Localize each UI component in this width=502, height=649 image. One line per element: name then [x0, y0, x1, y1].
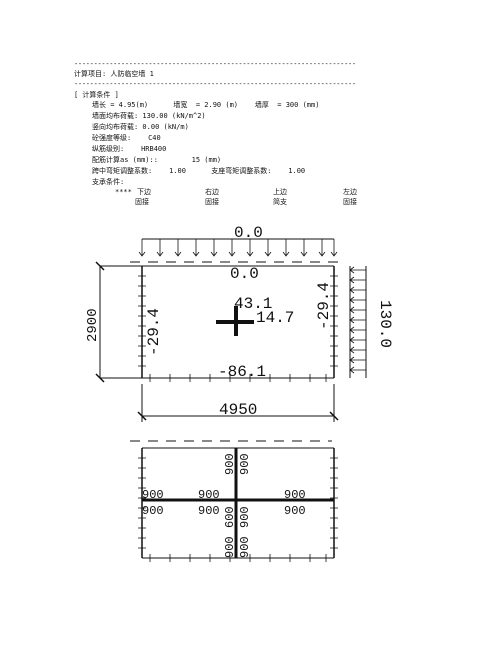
support-col-left: 左边 [343, 188, 357, 196]
rebar-v-mid-left: 600 [223, 506, 237, 528]
support-header-mark: **** [115, 188, 132, 196]
left-moment-label: -29.4 [145, 308, 163, 356]
top-load-arrows [138, 239, 338, 257]
rebar-h-mid-bottom: 900 [198, 504, 220, 518]
rebar-h-mid-top: 900 [198, 488, 220, 502]
top-load-label: 0.0 [234, 224, 263, 242]
vertical-load: 竖向均布荷载: 0.00 (kN/m) [92, 123, 189, 131]
width-dim-label: 4950 [219, 401, 257, 419]
right-moment-label: -29.4 [315, 282, 333, 330]
rebar-v-bottom-right: 900 [238, 536, 252, 558]
top-moment-label: 0.0 [230, 265, 259, 283]
conditions-title: [ 计算条件 ] [74, 91, 119, 99]
rebar-grade: 纵筋级别: HRB400 [92, 145, 167, 153]
as-calc: 配筋计算as (mm):: 15 (mm) [92, 156, 222, 164]
rebar-v-top-left: 900 [223, 453, 237, 475]
support-val-right: 固接 [205, 198, 219, 206]
support-val-top: 简支 [273, 198, 287, 206]
support-col-top: 上边 [273, 188, 287, 196]
mid-y-moment-label: 14.7 [256, 309, 294, 327]
support-title: 支承条件: [92, 178, 125, 186]
side-load-label: 130.0 [376, 300, 394, 348]
rebar-h-right-top: 900 [284, 488, 306, 502]
height-dim-label: 2900 [85, 308, 101, 342]
separator-top: ----------------------------------------… [74, 60, 356, 68]
rebar-v-mid-right: 900 [238, 506, 252, 528]
dimension-row: 墙长 = 4.95(m) 墙宽 = 2.90 (m) 墙厚 = 300 (mm) [92, 101, 320, 109]
rebar-v-bottom-left: 900 [223, 536, 237, 558]
wall-load: 墙面均布荷载: 130.00 (kN/m^2) [92, 112, 206, 120]
support-col-right: 右边 [205, 188, 219, 196]
bottom-moment-label: -86.1 [218, 363, 266, 381]
rebar-h-left-top: 900 [142, 488, 164, 502]
separator-bottom: ----------------------------------------… [74, 80, 356, 88]
rebar-h-left-bottom: 900 [142, 504, 164, 518]
support-val-bottom: 固接 [135, 198, 149, 206]
support-val-left: 固接 [343, 198, 357, 206]
support-col-bottom: 下边 [137, 188, 151, 196]
moment-coefficients: 跨中弯矩调整系数: 1.00 支座弯矩调整系数: 1.00 [92, 167, 306, 175]
rebar-h-right-bottom: 900 [284, 504, 306, 518]
concrete-grade: 砼强度等级: C40 [92, 134, 161, 142]
rebar-v-top-right: 900 [238, 453, 252, 475]
project-label: 计算项目: 人防临空墙 1 [74, 70, 154, 78]
mid-x-moment-label: 43.1 [234, 295, 272, 313]
